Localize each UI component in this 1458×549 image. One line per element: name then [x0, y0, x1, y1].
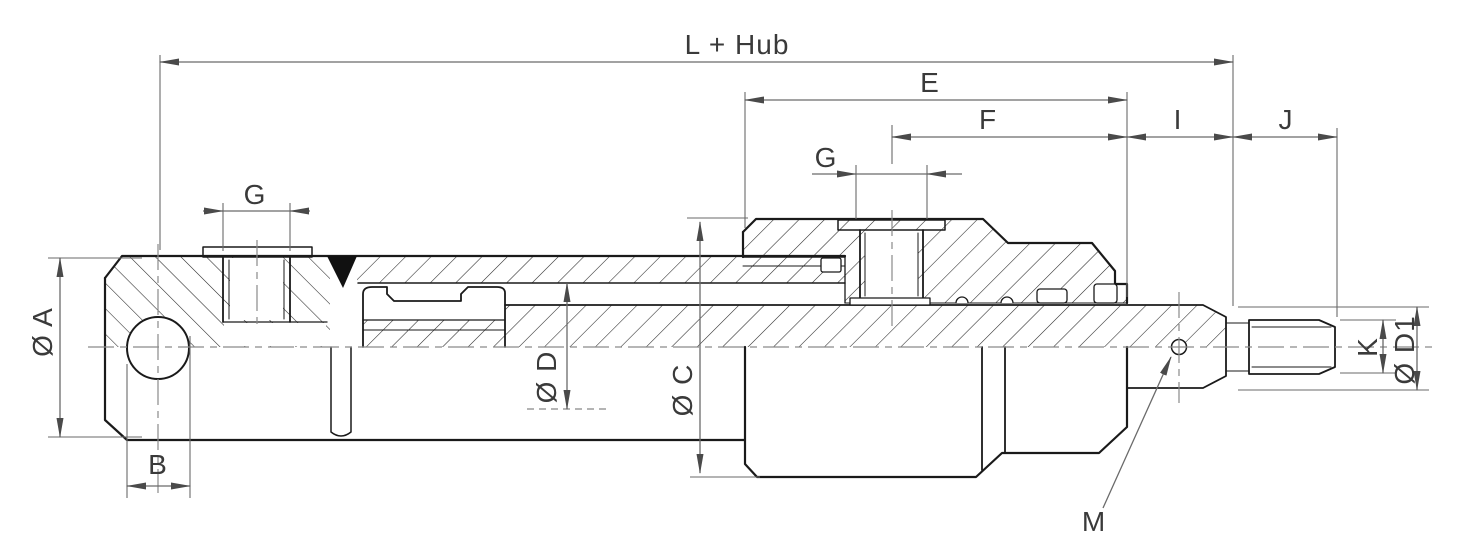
- dim-label-dia-d: Ø D: [531, 351, 562, 404]
- dim-label-j: J: [1279, 104, 1294, 135]
- dim-label-dia-c: Ø C: [667, 364, 698, 417]
- dimension-labels: L + Hub E F I J G G Ø A B Ø D Ø C K Ø D1…: [27, 29, 1420, 537]
- dim-label-overall-length: L + Hub: [685, 29, 790, 60]
- dim-label-m: M: [1082, 506, 1106, 537]
- dim-label-dia-d1: Ø D1: [1389, 315, 1420, 384]
- centerlines: [88, 210, 1432, 493]
- dim-label-k: K: [1352, 337, 1383, 357]
- dim-label-g-left: G: [244, 179, 267, 210]
- dim-label-g-right: G: [815, 142, 838, 173]
- dim-label-dia-a: Ø A: [27, 307, 58, 357]
- dim-label-i: I: [1174, 104, 1183, 135]
- weld-seam: [327, 256, 357, 288]
- dim-label-b: B: [148, 449, 168, 480]
- dimension-lines: [48, 55, 1429, 509]
- dim-label-e: E: [920, 67, 940, 98]
- dim-label-f: F: [979, 104, 997, 135]
